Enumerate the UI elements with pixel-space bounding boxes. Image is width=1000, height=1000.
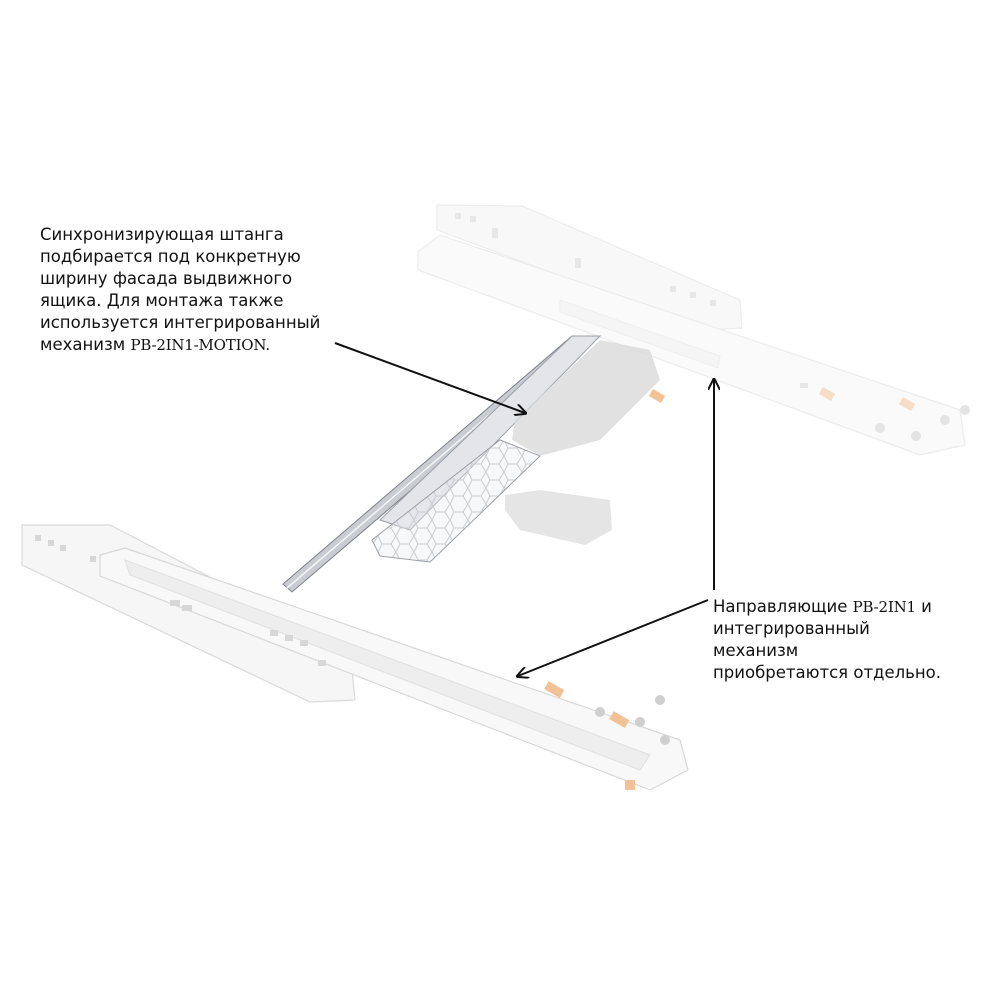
model-code: PB-2IN1-MOTION. (130, 336, 270, 354)
annotation-line: приобретаются отдельно. (713, 663, 942, 682)
model-code: PB-2IN1 (852, 598, 916, 616)
arrow-to-sync-bar (334, 342, 525, 413)
back-slide-rail (417, 204, 970, 456)
annotation-line: подбирается под конкретную (40, 247, 301, 266)
annotation-line: ящика. Для монтажа также (40, 291, 284, 310)
annotation-line: Синхронизирующая штанга (40, 225, 284, 244)
synchronizing-bar (282, 335, 602, 593)
annotation-text: Направляющие (713, 597, 853, 616)
annotation-line-first: Направляющие PB-2IN1 и (713, 596, 993, 618)
annotation-line: интегрированный (713, 619, 870, 638)
guides-annotation: Направляющие PB-2IN1 и интегрированный м… (713, 596, 993, 684)
annotation-text: и (915, 597, 932, 616)
annotation-line: ширину фасада выдвижного (40, 269, 293, 288)
annotation-line: используется интегрированный (40, 313, 321, 332)
arrow-to-front-rail (518, 599, 709, 676)
annotation-arrows (334, 342, 714, 676)
annotation-text: механизм (40, 335, 131, 354)
annotation-line: механизм (713, 641, 799, 660)
integrated-mechanism (371, 340, 666, 563)
annotation-line-last: механизм PB-2IN1-MOTION. (40, 334, 370, 356)
front-slide-rail (21, 524, 689, 791)
sync-bar-annotation: Синхронизирующая штанга подбирается под … (40, 224, 370, 356)
